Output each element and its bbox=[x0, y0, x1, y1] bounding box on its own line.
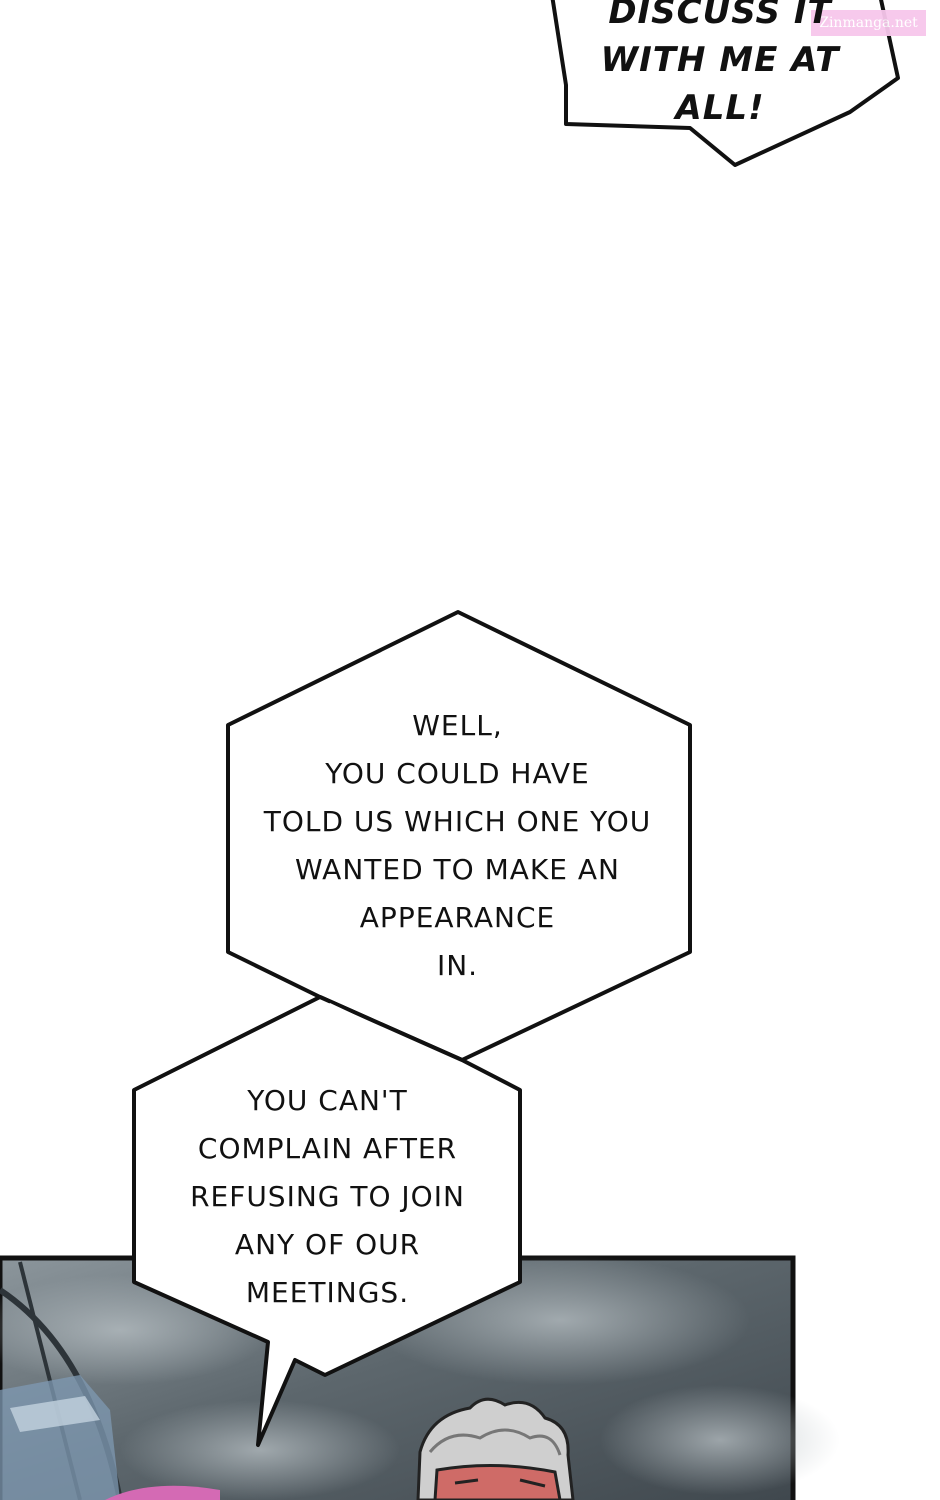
lower-bubble-text: YOU CAN'T COMPLAIN AFTER REFUSING TO JOI… bbox=[190, 1084, 465, 1309]
window-highlight bbox=[10, 1396, 100, 1432]
middle-bubble-text: WELL, YOU COULD HAVE TOLD US WHICH ONE Y… bbox=[263, 709, 652, 982]
character-head-illustration bbox=[416, 1397, 575, 1500]
bubble-join-cover bbox=[323, 1003, 462, 1070]
character-hair-shape bbox=[105, 1485, 220, 1500]
cloud-shape bbox=[600, 1385, 840, 1495]
cloud-shape bbox=[120, 1400, 400, 1500]
watermark-label: Zinmanga.net bbox=[811, 10, 926, 36]
lower-speech-bubble bbox=[132, 995, 522, 1447]
top-bubble-text: DISCUSS IT WITH ME AT ALL! bbox=[600, 0, 840, 128]
story-panel bbox=[0, 1255, 840, 1500]
